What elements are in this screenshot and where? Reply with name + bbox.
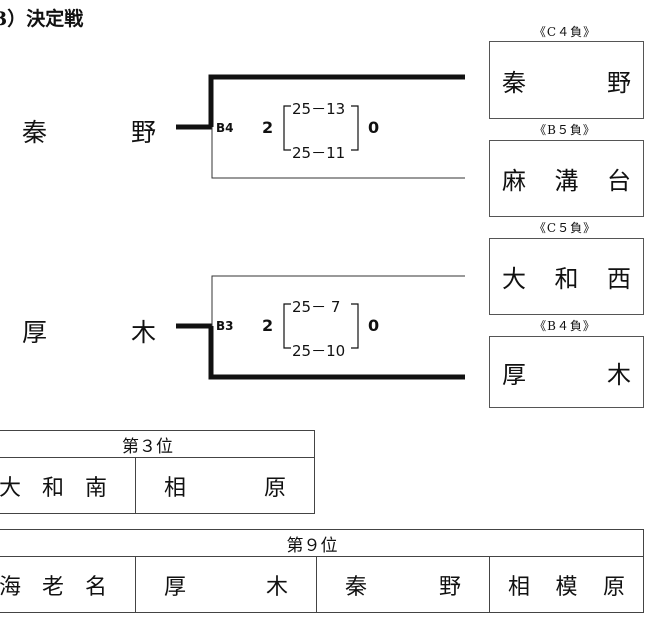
upper-score-left: 2 — [262, 118, 274, 137]
slot-tag: 《B４負》 — [534, 319, 596, 333]
upper-left-team: 秦 野 — [22, 118, 156, 147]
section-title: 3）決定戦 — [0, 8, 84, 30]
team-cell: 相模原 — [489, 556, 644, 613]
upper-set-1: 25－13 — [292, 100, 346, 118]
team-cell: 海老名 — [0, 556, 136, 613]
lower-score-left: 2 — [262, 316, 274, 335]
lower-left-team: 厚 木 — [22, 318, 156, 347]
ninth-place-header: 第９位 — [0, 529, 644, 557]
slot-box: 厚木 — [489, 336, 644, 408]
lower-score-right: 0 — [368, 316, 380, 335]
team-cell: 大和南 — [0, 457, 136, 514]
team-cell: 秦野 — [316, 556, 490, 613]
upper-set-2: 25－11 — [292, 144, 346, 162]
third-place-header: 第３位 — [0, 430, 315, 458]
slot-box: 秦野 — [489, 41, 644, 119]
lower-match-code: B3 — [216, 319, 234, 333]
slot-box: 麻溝台 — [489, 140, 644, 217]
lower-set-1: 25－ 7 — [292, 298, 341, 316]
slot-box: 大和西 — [489, 238, 644, 315]
ninth-place-table: 第９位 海老名 厚木 秦野 相模原 — [0, 529, 644, 613]
third-place-table: 第３位 大和南 相原 — [0, 430, 315, 514]
lower-set-2: 25－10 — [292, 342, 346, 360]
team-cell: 相原 — [135, 457, 315, 514]
slot-tag: 《C５負》 — [533, 221, 597, 235]
slot-tag: 《C４負》 — [533, 25, 597, 39]
upper-match-code: B4 — [216, 121, 234, 135]
upper-score-right: 0 — [368, 118, 380, 137]
slot-tag: 《B５負》 — [534, 123, 596, 137]
team-cell: 厚木 — [135, 556, 317, 613]
